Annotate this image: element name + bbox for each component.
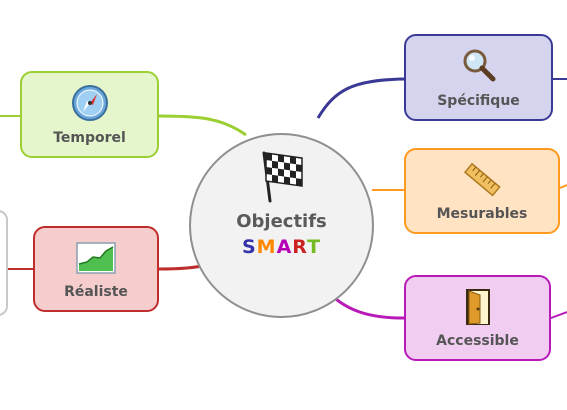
node-specifique[interactable]: Spécifique xyxy=(404,34,553,121)
partial-node-left[interactable] xyxy=(0,210,8,316)
smart-letter-t: T xyxy=(307,236,322,258)
ruler-icon xyxy=(463,162,501,197)
connector-accessible-out xyxy=(550,311,567,319)
smart-acronym: SMART xyxy=(191,236,372,258)
node-label: Réaliste xyxy=(64,284,128,300)
central-topic[interactable]: Objectifs SMART xyxy=(189,133,374,318)
node-realiste[interactable]: Réaliste xyxy=(33,226,159,312)
connector-temporel xyxy=(158,114,247,137)
node-accessible[interactable]: Accessible xyxy=(404,275,551,361)
connector-mesurables-out xyxy=(559,184,567,189)
node-label: Mesurables xyxy=(436,206,528,222)
compass-icon xyxy=(71,85,108,121)
checkered-flag-icon xyxy=(262,151,303,203)
smart-letter-a: A xyxy=(276,236,293,258)
smart-letter-m: M xyxy=(256,236,277,258)
door-icon xyxy=(465,289,490,325)
node-label: Spécifique xyxy=(437,93,520,109)
node-mesurables[interactable]: Mesurables xyxy=(404,148,560,234)
smart-letter-s: S xyxy=(241,236,257,258)
magnifier-icon xyxy=(463,49,495,82)
central-title: Objectifs xyxy=(236,211,327,232)
connector-specifique xyxy=(316,77,405,119)
growth-chart-icon xyxy=(76,242,116,274)
node-label: Temporel xyxy=(53,130,126,146)
node-temporel[interactable]: Temporel xyxy=(20,71,159,158)
node-label: Accessible xyxy=(436,333,519,349)
smart-letter-r: R xyxy=(292,236,308,258)
